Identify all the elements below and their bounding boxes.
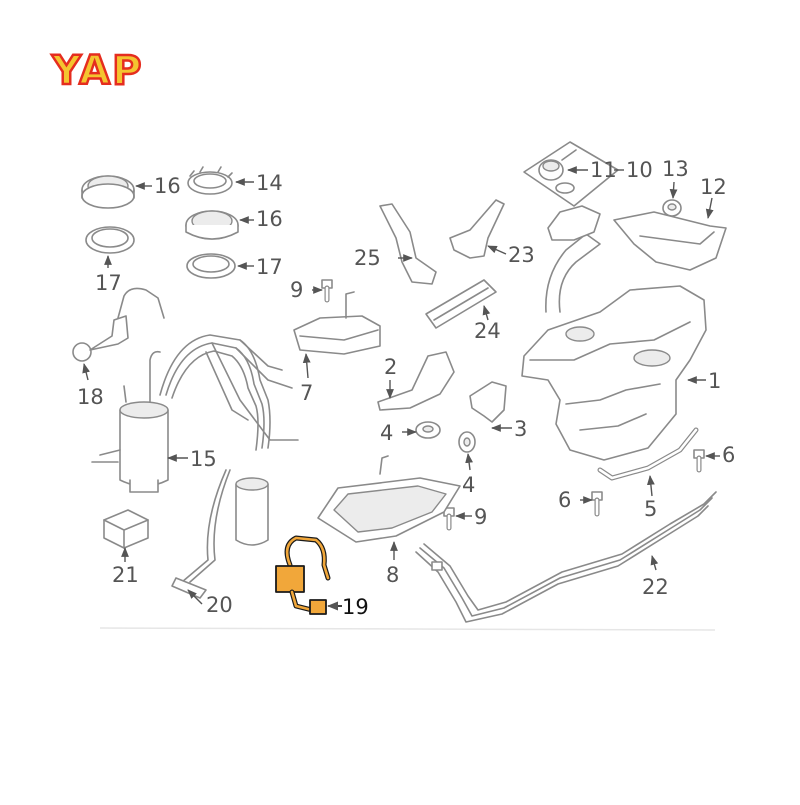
callout-9b: 9 xyxy=(474,505,487,529)
fuel-pump-module-15 xyxy=(91,350,169,493)
callout-21: 21 xyxy=(112,563,139,587)
bracket-25 xyxy=(379,203,437,285)
callout-2: 2 xyxy=(384,355,397,379)
callout-10: 10 xyxy=(626,158,653,182)
bolt-6b xyxy=(591,491,603,517)
callout-4a: 4 xyxy=(380,421,393,445)
auxiliary-pump-20 xyxy=(171,477,269,599)
callout-8: 8 xyxy=(386,563,399,587)
brand-logo: YAP xyxy=(50,47,143,96)
callout-17a: 17 xyxy=(95,271,122,295)
lock-ring-14 xyxy=(187,166,233,195)
seal-ring-17b xyxy=(186,253,236,279)
callout-20: 20 xyxy=(206,593,233,617)
fuel-tank-1 xyxy=(521,205,707,461)
callout-24: 24 xyxy=(474,319,501,343)
fuel-level-sender-18 xyxy=(72,287,165,362)
clip-13 xyxy=(662,199,682,217)
bracket-23 xyxy=(449,199,505,259)
seal-ring-17a xyxy=(85,226,135,254)
callout-25: 25 xyxy=(354,246,381,270)
grommet-4a xyxy=(415,421,441,439)
callout-19: 19 xyxy=(342,595,369,619)
filler-cap-11 xyxy=(538,149,577,194)
logo-text: YAP xyxy=(51,48,143,94)
control-module-21 xyxy=(103,509,149,549)
shield-12 xyxy=(613,211,727,271)
pump-lock-ring-16b xyxy=(185,210,239,240)
callout-12: 12 xyxy=(700,175,727,199)
callout-3: 3 xyxy=(514,417,527,441)
bolt-6a xyxy=(693,449,705,473)
bolt-9a xyxy=(321,279,333,303)
callout-4b: 4 xyxy=(462,473,475,497)
callout-6b: 6 xyxy=(558,488,571,512)
callout-17b: 17 xyxy=(256,255,283,279)
fuel-line-harness xyxy=(159,334,299,583)
pump-lock-ring-16a xyxy=(81,175,135,209)
callout-23: 23 xyxy=(508,243,535,267)
callout-18: 18 xyxy=(77,385,104,409)
rail-24 xyxy=(425,279,497,329)
callout-16b: 16 xyxy=(256,207,283,231)
callout-1: 1 xyxy=(708,369,721,393)
highlighted-part-19 xyxy=(275,535,331,615)
skid-plate-8 xyxy=(317,455,461,543)
bracket-3 xyxy=(469,381,507,423)
leader-lines xyxy=(82,166,720,611)
callout-5: 5 xyxy=(644,497,657,521)
callout-14: 14 xyxy=(256,171,283,195)
baseline-rule xyxy=(99,627,716,631)
bracket-2 xyxy=(377,351,455,411)
callout-15: 15 xyxy=(190,447,217,471)
callout-11: 11 xyxy=(590,158,617,182)
callout-6a: 6 xyxy=(722,443,735,467)
callout-13: 13 xyxy=(662,157,689,181)
tank-strap-5 xyxy=(597,427,699,481)
grommet-4b xyxy=(458,431,476,453)
callout-9a: 9 xyxy=(290,278,303,302)
callout-16a: 16 xyxy=(154,174,181,198)
callout-labels: 16 14 16 17 17 18 15 20 21 19 9 7 2 4 3 … xyxy=(77,157,735,619)
heat-shield-7 xyxy=(293,291,381,355)
callout-7: 7 xyxy=(300,381,313,405)
callout-22: 22 xyxy=(642,575,669,599)
fuel-lines-22 xyxy=(415,491,717,623)
